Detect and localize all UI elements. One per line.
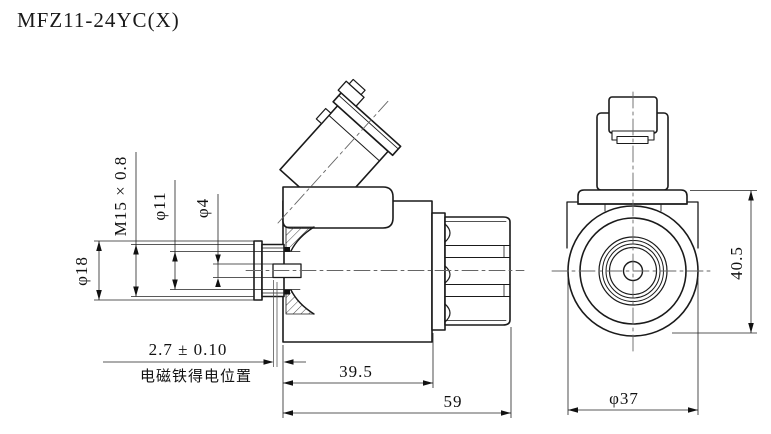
side-view bbox=[245, 78, 525, 343]
drawing-title: MFZ11-24YC(X) bbox=[17, 8, 180, 32]
dim-40-5 bbox=[672, 190, 757, 334]
dim-stroke bbox=[103, 280, 306, 367]
manual-override-nut bbox=[444, 216, 511, 326]
dim-phi4 bbox=[213, 194, 273, 287]
dim-thread bbox=[131, 152, 254, 297]
seal-top bbox=[283, 247, 290, 252]
connector-centerline bbox=[277, 98, 391, 224]
housing-shoulder bbox=[577, 189, 688, 205]
label-phi18: φ18 bbox=[72, 256, 91, 286]
dim-phi37 bbox=[567, 278, 699, 415]
end-view bbox=[551, 91, 715, 353]
dim-39-5 bbox=[282, 333, 434, 418]
connector-screw-tip bbox=[348, 78, 366, 96]
label-phi37: φ37 bbox=[609, 389, 639, 408]
label-stroke-note: 电磁铁得电位置 bbox=[140, 368, 252, 385]
dimension-labels: φ18 M15 × 0.8 φ11 φ4 2.7 ± 0.10 电磁铁得电位置 … bbox=[72, 156, 746, 411]
connector-side-step bbox=[315, 107, 332, 125]
label-phi11: φ11 bbox=[150, 191, 169, 220]
dim-59 bbox=[283, 327, 512, 418]
rear-flange bbox=[431, 212, 446, 331]
label-40-5: 40.5 bbox=[727, 246, 746, 280]
label-phi4: φ4 bbox=[193, 198, 212, 218]
label-59: 59 bbox=[444, 392, 463, 411]
dim-phi11 bbox=[170, 180, 254, 290]
coil-top-cap bbox=[282, 186, 394, 229]
seal-bottom bbox=[283, 289, 290, 295]
dimensions bbox=[94, 152, 757, 418]
rear-end bbox=[431, 212, 511, 331]
label-39-5: 39.5 bbox=[339, 362, 373, 381]
label-stroke: 2.7 ± 0.10 bbox=[149, 340, 228, 359]
label-thread: M15 × 0.8 bbox=[111, 156, 130, 236]
